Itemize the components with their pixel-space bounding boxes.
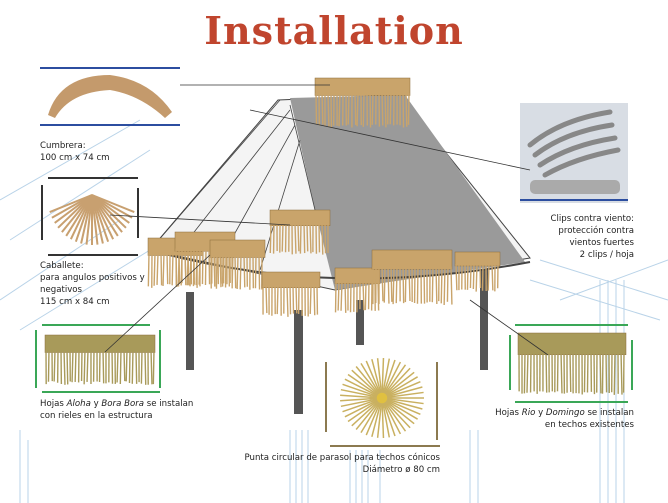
gazebo-posts [186, 270, 488, 414]
aloha-text-post: se instalan [144, 399, 193, 409]
clips-desc-2: vientos fuertes [551, 237, 635, 249]
parasol-image [326, 358, 440, 446]
rio-text-post: se instalan [585, 408, 634, 418]
caballete-desc-2: negativos [40, 284, 145, 296]
cumbrera-caption: Cumbrera: 100 cm x 74 cm [40, 140, 110, 164]
parasol-label: Punta circular de parasol para techos có… [244, 452, 440, 464]
caballete-image [42, 178, 138, 255]
caballete-size: 115 cm x 84 cm [40, 296, 145, 308]
aloha-name: Aloha [67, 399, 91, 409]
parasol-caption: Punta circular de parasol para techos có… [244, 452, 440, 476]
clips-label: Clips contra viento: [551, 213, 635, 225]
rio-name: Rio [522, 408, 536, 418]
clips-desc-1: protección contra [551, 225, 635, 237]
clips-image [520, 103, 628, 203]
cumbrera-size: 100 cm x 74 cm [40, 152, 110, 164]
aloha-text-mid: y [91, 399, 102, 409]
rio-text-pre: Hojas [495, 408, 522, 418]
aloha-text-pre: Hojas [40, 399, 67, 409]
rio-text-mid: y [535, 408, 546, 418]
aloha-desc: con rieles en la estructura [40, 410, 193, 422]
clips-caption: Clips contra viento: protección contra v… [551, 213, 635, 261]
cumbrera-image [40, 68, 180, 125]
cumbrera-label: Cumbrera: [40, 140, 110, 152]
caballete-label: Caballete: [40, 260, 145, 272]
aloha-image [36, 325, 160, 392]
rio-domingo-image [510, 325, 632, 402]
parasol-size: Diámetro ø 80 cm [244, 464, 440, 476]
caballete-desc-1: para angulos positivos y [40, 272, 145, 284]
rio-desc: en techos existentes [495, 419, 634, 431]
page-title: Installation [0, 8, 668, 53]
domingo-name: Domingo [546, 408, 585, 418]
aloha-caption: Hojas Aloha y Bora Bora se instalan con … [40, 398, 193, 422]
bora-bora-name: Bora Bora [101, 399, 144, 409]
rio-caption: Hojas Rio y Domingo se instalan en techo… [495, 407, 634, 431]
caballete-caption: Caballete: para angulos positivos y nega… [40, 260, 145, 308]
clips-count: 2 clips / hoja [551, 249, 635, 261]
